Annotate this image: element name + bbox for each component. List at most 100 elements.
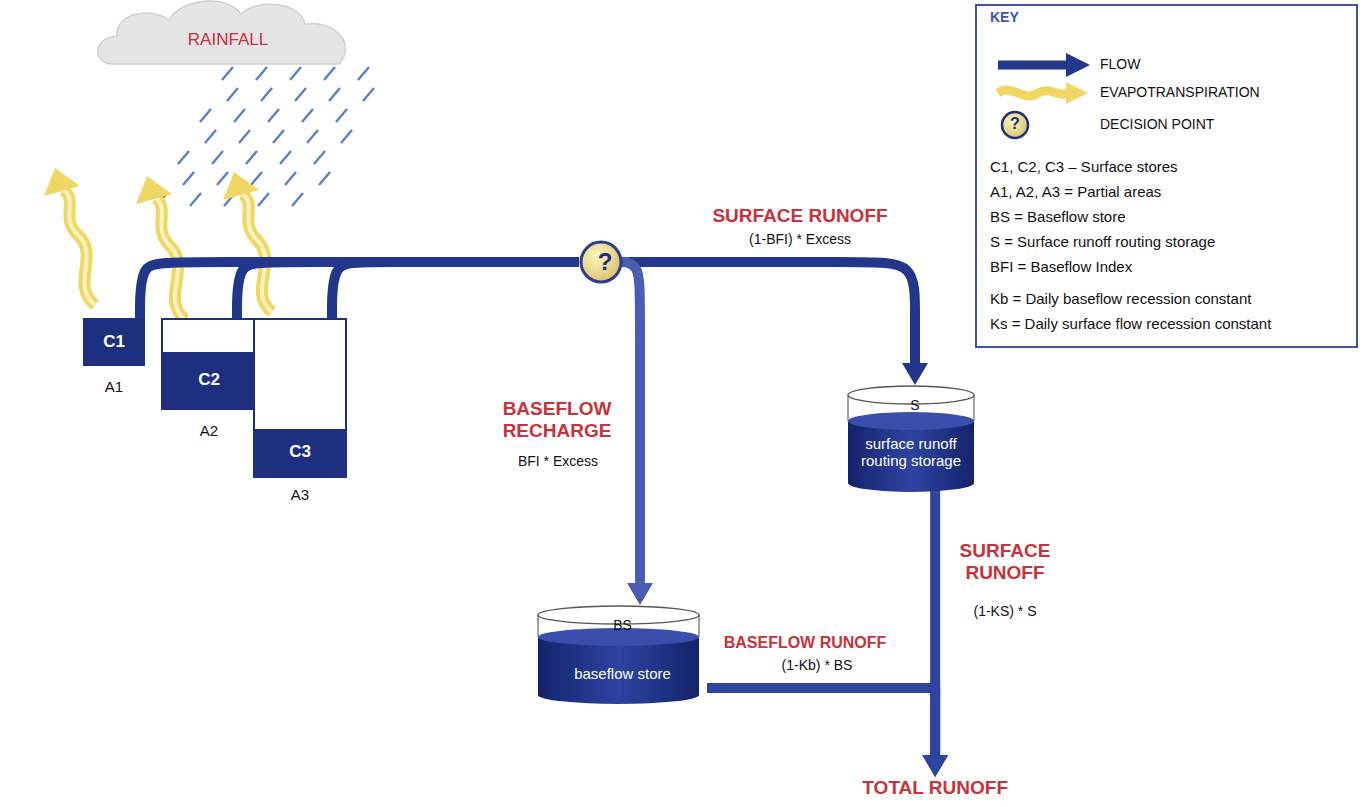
legend-sample	[998, 53, 1090, 77]
rain-dash	[251, 172, 262, 185]
key-definition: Ks = Daily surface flow recession consta…	[990, 315, 1271, 332]
rain-dash	[273, 130, 284, 143]
flow-pipe	[140, 262, 579, 318]
node-label: BS	[536, 617, 709, 633]
rain-dash	[341, 130, 352, 143]
rain-dash	[217, 172, 228, 185]
rain-dash	[292, 193, 303, 206]
rain-dash	[222, 67, 233, 80]
evap-arrow	[243, 194, 272, 312]
rain-cloud: RAINFALL	[91, 0, 365, 66]
flow-pipe	[930, 489, 940, 755]
arrow-head	[902, 363, 928, 385]
decision-point: ?	[579, 240, 631, 284]
flow-connector	[707, 688, 948, 777]
evap-sample	[998, 90, 1068, 96]
key-definition: BFI = Baseflow Index	[990, 258, 1132, 275]
node-sublabel: A3	[255, 486, 345, 503]
flow-pipe	[237, 262, 579, 318]
formula: BFI * Excess	[518, 453, 598, 469]
key-definition: S = Surface runoff routing storage	[990, 233, 1215, 250]
arrow-head	[922, 755, 948, 777]
rain-dash	[212, 151, 223, 164]
rain-dash	[295, 88, 306, 101]
rain-dash	[200, 109, 211, 122]
rain-dash	[290, 67, 301, 80]
rain-dash	[256, 67, 267, 80]
node-sublabel: A1	[85, 378, 143, 395]
flow-label: SURFACE RUNOFF	[949, 540, 1061, 584]
decision-sample	[1002, 112, 1028, 138]
flow-sample	[998, 61, 1068, 70]
rain-dash	[363, 88, 374, 101]
rain-dash	[183, 172, 194, 185]
node-label: C3	[255, 442, 345, 462]
legend-sample	[998, 82, 1088, 104]
total-runoff: TOTAL RUNOFF	[858, 777, 1012, 799]
arrow-head	[627, 583, 653, 605]
evap-arrow-head	[136, 176, 172, 204]
formula: (1-KS) * S	[973, 603, 1036, 619]
node-label: C1	[85, 332, 143, 352]
flow-label: BASEFLOW RECHARGE	[494, 398, 620, 442]
node-sublabel: baseflow store	[536, 665, 709, 682]
surface-runoff-tank: Ssurface runoff routing storage	[846, 385, 984, 493]
flow-connector	[332, 262, 579, 318]
flow-connector	[140, 262, 579, 318]
flow-connector	[629, 262, 928, 385]
rain-dash	[302, 109, 313, 122]
flow-connector	[237, 262, 579, 318]
node-sublabel: surface runoff routing storage	[851, 435, 971, 470]
rain-dash	[190, 193, 201, 206]
rain-dash	[307, 130, 318, 143]
rain-dash	[358, 67, 369, 80]
node-label: RAINFALL	[91, 30, 365, 50]
rain-dash	[239, 130, 250, 143]
evap-arrow	[64, 190, 95, 305]
rain-dash	[261, 88, 272, 101]
node-label: TOTAL RUNOFF	[858, 777, 1012, 799]
key-definition: BS = Baseflow store	[990, 208, 1125, 225]
evap-arrow-glow	[64, 190, 95, 305]
rain-dash	[205, 130, 216, 143]
legend-symbol: ?	[1010, 115, 1020, 133]
surface-store: C1A1	[83, 318, 145, 366]
flow-pipe	[707, 688, 935, 755]
legend-label: DECISION POINT	[1100, 116, 1214, 132]
key-definition: A1, A2, A3 = Partial areas	[990, 183, 1161, 200]
formula: (1-BFI) * Excess	[749, 231, 851, 247]
flow-sample-head	[1066, 53, 1090, 77]
node-label: S	[846, 397, 984, 413]
flow-connector	[621, 262, 653, 605]
node-sublabel: A2	[163, 422, 255, 439]
rain-dash	[268, 109, 279, 122]
rain-dash	[178, 151, 189, 164]
flow-pipe	[621, 262, 640, 583]
surface-store: C2A2	[161, 318, 257, 410]
baseflow-tank: BS baseflow store	[536, 605, 709, 705]
legend-samples	[998, 53, 1090, 138]
legend-label: EVAPOTRANSPIRATION	[1100, 84, 1260, 100]
legend-heading: KEY	[990, 9, 1019, 25]
flow-pipe	[629, 262, 915, 363]
legend-sample	[1002, 112, 1028, 138]
flow-pipe	[332, 262, 579, 318]
rain-dash	[227, 88, 238, 101]
evap-arrow-head	[223, 172, 259, 200]
rain-dash	[319, 172, 330, 185]
formula: (1-Kb) * BS	[782, 657, 853, 673]
legend-label: FLOW	[1100, 56, 1140, 72]
flow-connector	[922, 489, 948, 777]
rain-dash	[314, 151, 325, 164]
rain-dash	[324, 67, 335, 80]
rain-dash	[285, 172, 296, 185]
rain-dash	[280, 151, 291, 164]
rain-dash	[234, 109, 245, 122]
surface-store: C3A3	[253, 318, 347, 478]
flow-label: BASEFLOW RUNOFF	[724, 634, 887, 652]
key-definition: C1, C2, C3 – Surface stores	[990, 158, 1178, 175]
node-label: C2	[163, 370, 255, 390]
rain-dash	[246, 151, 257, 164]
key-definition: Kb = Daily baseflow recession constant	[990, 290, 1251, 307]
